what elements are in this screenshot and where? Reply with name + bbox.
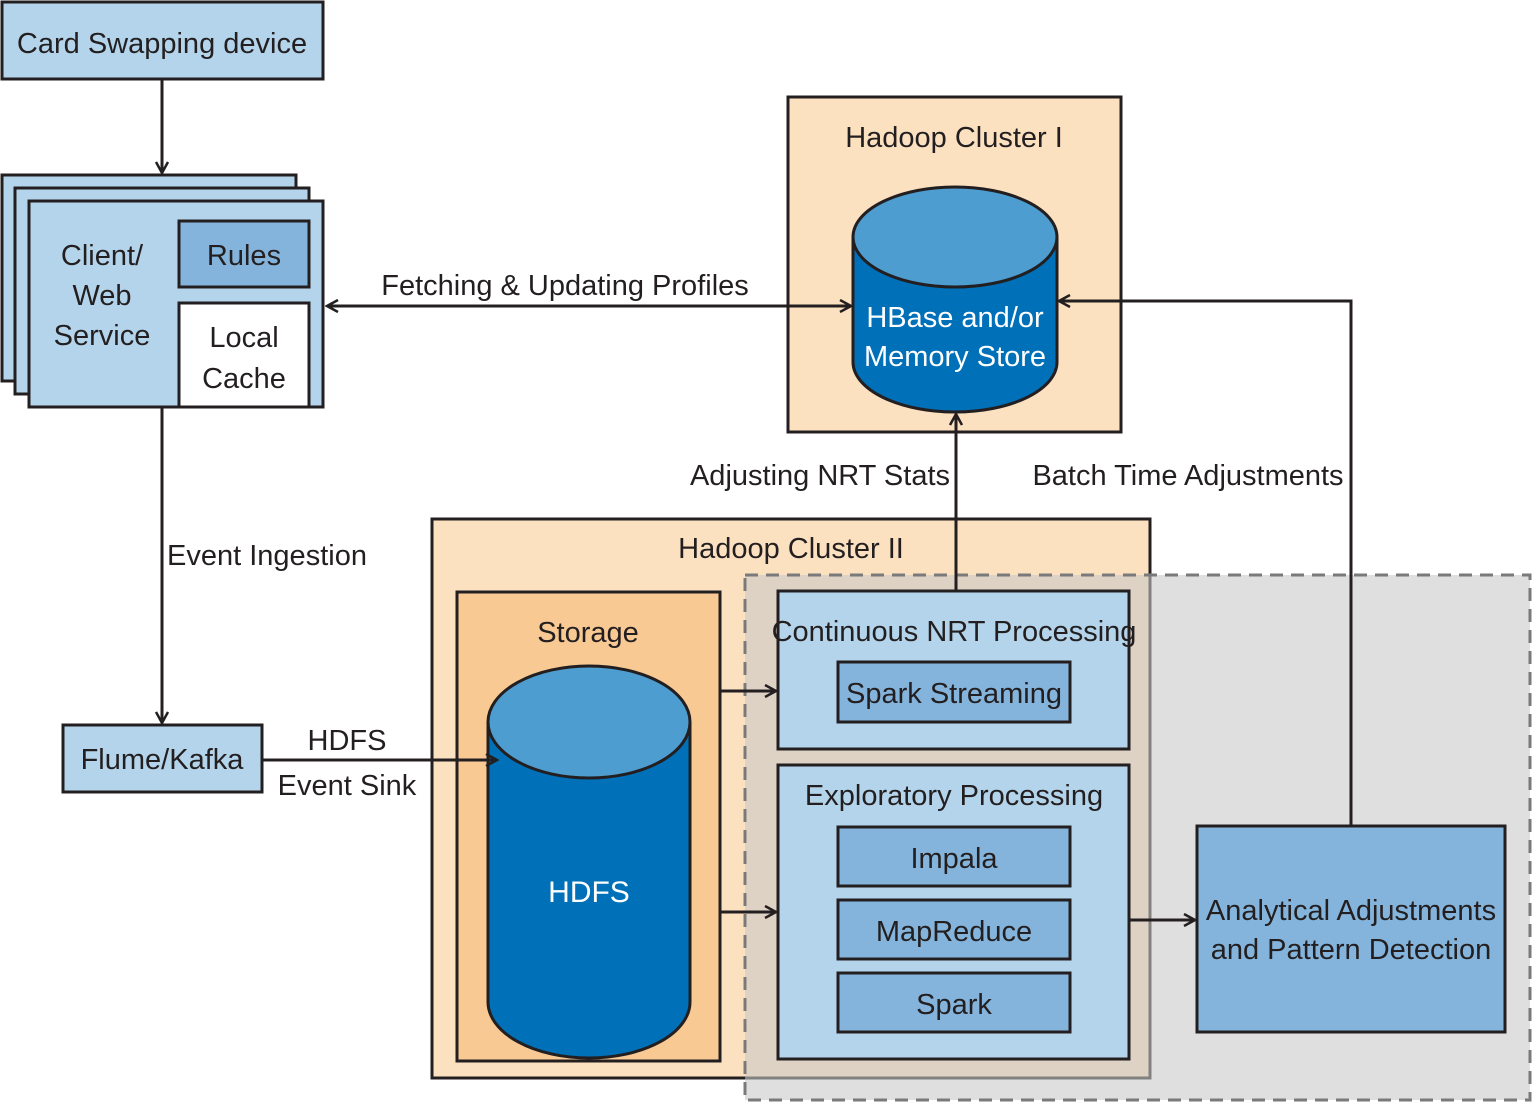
label-batch-time: Batch Time Adjustments [1032, 460, 1343, 492]
spark-streaming-label: Spark Streaming [846, 678, 1062, 710]
analytical-label-line2: and Pattern Detection [1211, 934, 1492, 966]
hdfs-cylinder [486, 664, 692, 1060]
arrow-analytical-to-hbase [1059, 301, 1353, 826]
analytical-box [1195, 824, 1507, 1034]
label-fetching-updating: Fetching & Updating Profiles [381, 270, 749, 302]
hbase-cylinder [851, 185, 1059, 414]
client-label-line1: Client/ [61, 240, 144, 272]
impala-box [836, 825, 1072, 888]
mapreduce-label: MapReduce [876, 916, 1032, 948]
client-label-line3: Service [54, 320, 151, 352]
card-device-label: Card Swapping device [17, 28, 307, 60]
spark-label: Spark [916, 989, 992, 1021]
rules-label: Rules [207, 240, 281, 272]
analytical-label-line1: Analytical Adjustments [1206, 895, 1496, 927]
storage-label: Storage [537, 617, 639, 649]
hbase-label-line1: HBase and/or [866, 302, 1044, 334]
label-hdfs-sink-line1: HDFS [308, 725, 387, 757]
flume-kafka-label: Flume/Kafka [81, 744, 245, 776]
spark-box [836, 971, 1072, 1034]
hbase-label-line2: Memory Store [864, 341, 1046, 373]
impala-label: Impala [910, 843, 998, 875]
hadoop-cluster-2-label: Hadoop Cluster II [678, 533, 904, 565]
continuous-nrt-label: Continuous NRT Processing [772, 616, 1137, 648]
exploratory-label: Exploratory Processing [805, 780, 1103, 812]
label-adjusting-nrt: Adjusting NRT Stats [690, 460, 950, 492]
local-cache-label-line1: Local [209, 322, 278, 354]
local-cache-box [177, 301, 311, 409]
local-cache-label-line2: Cache [202, 363, 286, 395]
hdfs-label: HDFS [548, 876, 630, 909]
mapreduce-box [836, 898, 1072, 961]
label-event-ingestion: Event Ingestion [167, 540, 367, 572]
client-label-line2: Web [72, 280, 131, 312]
rules-box [177, 219, 311, 289]
label-hdfs-sink-line2: Event Sink [278, 770, 417, 802]
hadoop-cluster-1-label: Hadoop Cluster I [845, 122, 1063, 154]
spark-streaming-box [836, 660, 1072, 724]
flume-kafka-box [61, 723, 264, 794]
